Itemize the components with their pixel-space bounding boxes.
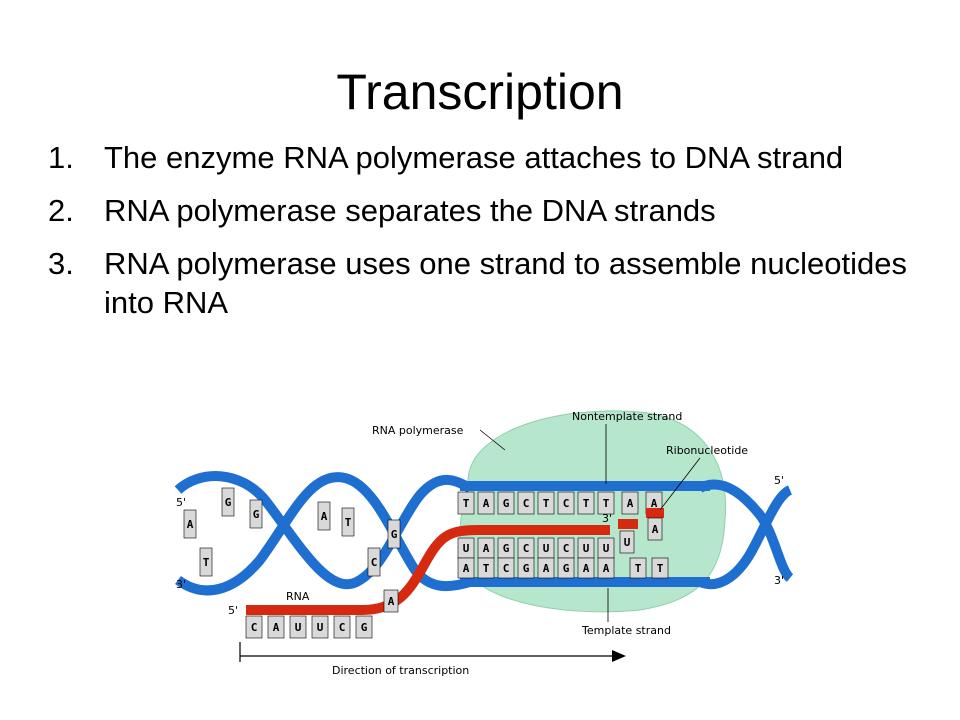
helix-base: C	[371, 556, 378, 569]
template-base: T	[635, 562, 642, 575]
label-direction: Direction of transcription	[332, 664, 469, 677]
nontemplate-base: A	[651, 497, 658, 510]
rna-tail-base: G	[361, 621, 368, 634]
rna-tail-base: U	[295, 621, 302, 634]
steps-list: 1. The enzyme RNA polymerase attaches to…	[48, 138, 928, 336]
helix-base: T	[203, 556, 210, 569]
bottom-left-3prime: 3'	[176, 578, 186, 591]
helix-base: A	[187, 518, 194, 531]
bottom-right-3prime: 3'	[774, 574, 784, 587]
step-text: RNA polymerase uses one strand to assemb…	[104, 246, 907, 320]
nontemplate-base: C	[563, 497, 570, 510]
rna-tail-base: C	[339, 621, 346, 634]
nontemplate-base: G	[503, 497, 510, 510]
template-base: G	[563, 562, 570, 575]
rna-base: G	[503, 542, 510, 555]
label-template-strand: Template strand	[581, 624, 671, 637]
rna-tail-base: U	[317, 621, 324, 634]
label-rna: RNA	[286, 590, 310, 603]
right-helix	[697, 479, 794, 590]
nontemplate-base: T	[603, 497, 610, 510]
nontemplate-base: A	[483, 497, 490, 510]
rna-bubble-bases: U A G C U C U U	[457, 537, 615, 559]
template-base: A	[463, 562, 470, 575]
template-base: A	[583, 562, 590, 575]
free-nucleotide: U	[624, 536, 631, 549]
helix-base: A	[321, 510, 328, 523]
step-number: 3.	[48, 246, 74, 281]
rna-base: U	[603, 542, 610, 555]
step-text: RNA polymerase separates the DNA strands	[104, 193, 716, 228]
template-base: T	[657, 562, 664, 575]
step-text: The enzyme RNA polymerase attaches to DN…	[104, 140, 844, 175]
free-nucleotides: U A	[619, 517, 663, 554]
template-base: G	[523, 562, 530, 575]
template-base: T	[483, 562, 490, 575]
rna-tail-bases: C A U U C G A	[245, 589, 399, 639]
template-base: A	[543, 562, 550, 575]
slide-title: Transcription	[336, 64, 624, 120]
template-bases: A T C G A G A A T T	[457, 557, 669, 579]
template-base: C	[503, 562, 510, 575]
rna-tail-base: A	[388, 595, 395, 608]
incoming-ribonucleotide	[618, 519, 638, 529]
top-left-5prime: 5'	[176, 496, 186, 509]
rna-3prime: 3'	[602, 512, 612, 525]
step-item: 1. The enzyme RNA polymerase attaches to…	[48, 138, 928, 177]
nontemplate-bases: T A G C T C T T A A	[457, 491, 663, 515]
left-helix-bases: A T G G A T C G	[183, 487, 401, 577]
rna-tail-base: A	[273, 621, 280, 634]
free-nucleotide: A	[652, 523, 659, 536]
rna-base: C	[523, 542, 530, 555]
rna-base: U	[543, 542, 550, 555]
helix-base: T	[345, 516, 352, 529]
rna-tail-base: C	[251, 621, 258, 634]
nontemplate-base: T	[543, 497, 550, 510]
label-rna-polymerase: RNA polymerase	[372, 424, 464, 437]
top-right-5prime: 5'	[774, 474, 784, 487]
label-nontemplate-strand: Nontemplate strand	[572, 410, 682, 423]
leader-rna-polymerase	[479, 429, 506, 451]
step-item: 3. RNA polymerase uses one strand to ass…	[48, 244, 928, 322]
rna-base: U	[583, 542, 590, 555]
rna-base: C	[563, 542, 570, 555]
rna-base: A	[483, 542, 490, 555]
rna-chain	[246, 525, 610, 615]
step-item: 2. RNA polymerase separates the DNA stra…	[48, 191, 928, 230]
helix-base: G	[253, 508, 260, 521]
rna-base: U	[463, 542, 470, 555]
step-number: 2.	[48, 193, 74, 228]
template-base: A	[603, 562, 610, 575]
label-ribonucleotide: Ribonucleotide	[666, 444, 748, 457]
nontemplate-base: A	[627, 497, 634, 510]
nontemplate-base: C	[523, 497, 530, 510]
leader-ribonucleotide	[659, 457, 701, 511]
direction-arrow	[239, 642, 626, 662]
helix-base: G	[225, 496, 232, 509]
nontemplate-base: T	[583, 497, 590, 510]
step-number: 1.	[48, 140, 74, 175]
helix-base: G	[391, 528, 398, 541]
free-ribonucleotide	[646, 508, 664, 518]
rna-5prime: 5'	[228, 604, 238, 617]
nontemplate-base: T	[463, 497, 470, 510]
